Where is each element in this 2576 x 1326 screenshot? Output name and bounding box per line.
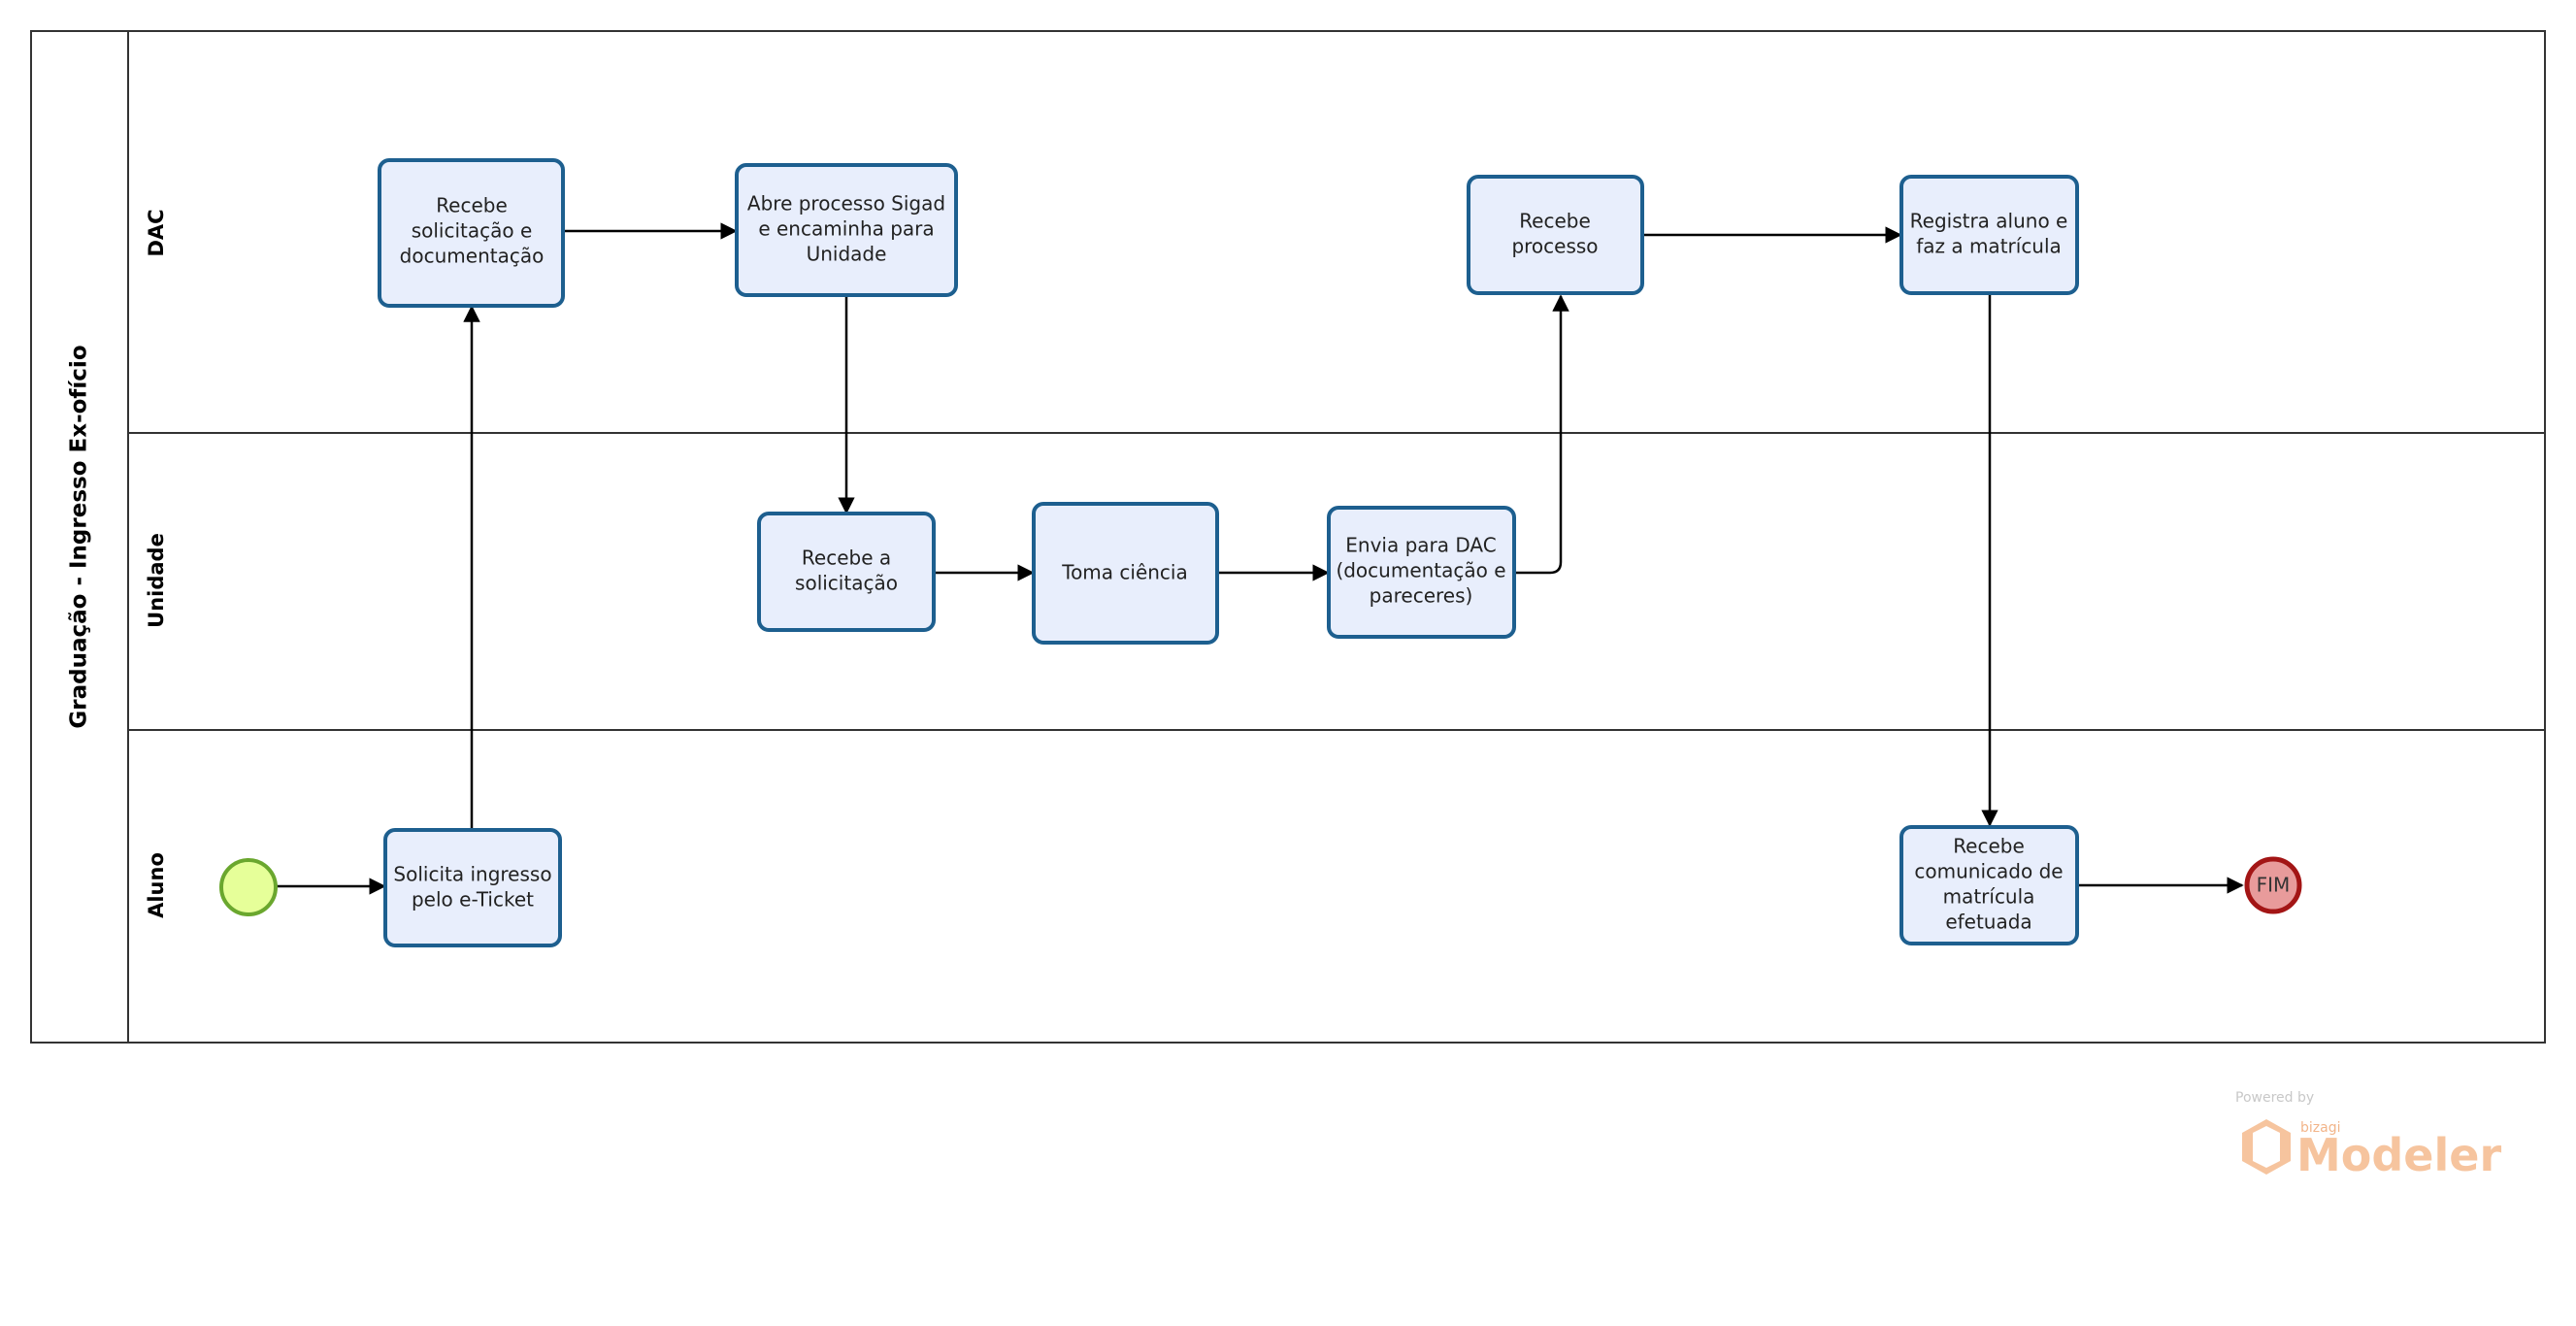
- task-label-line: Recebe: [1953, 835, 2025, 858]
- bizagi-logo-icon: [2242, 1119, 2291, 1175]
- lane-label-unidade: Unidade: [145, 533, 168, 628]
- pool-border: [30, 30, 2546, 1044]
- pool-title: Graduação - Ingresso Ex-ofício: [67, 345, 92, 728]
- task-recebe-comunicado[interactable]: Recebe comunicado de matrícula efetuada: [1899, 825, 2079, 945]
- lane-label-dac: DAC: [145, 209, 168, 256]
- events: FIM: [219, 856, 2302, 916]
- flow-arrow: [1514, 294, 1569, 575]
- task-label-line: e encaminha para: [758, 217, 934, 241]
- task-label-line: solicitação e: [412, 219, 533, 243]
- lane-label-aluno: Aluno: [145, 852, 168, 918]
- lanes: DAC Unidade Aluno: [128, 209, 2545, 918]
- task-abre-processo[interactable]: Abre processo Sigad e encaminha para Uni…: [735, 163, 958, 297]
- task-label-line: Recebe: [1519, 210, 1591, 233]
- task-label-line: faz a matrícula: [1916, 235, 2062, 258]
- task-label-line: efetuada: [1945, 911, 2031, 934]
- task-envia-para-dac[interactable]: Envia para DAC (documentação e pareceres…: [1327, 506, 1516, 639]
- task-label-line: documentação: [400, 245, 545, 268]
- task-label-line: Recebe: [436, 194, 508, 217]
- task-label-line: pelo e-Ticket: [412, 888, 534, 912]
- task-label-line: Solicita ingresso: [393, 863, 551, 886]
- pool: Graduação - Ingresso Ex-ofício: [30, 30, 2546, 1044]
- watermark-brand: bizagi: [2300, 1120, 2340, 1136]
- task-recebe-solicitacao-documentacao[interactable]: Recebe solicitação e documentação: [378, 158, 565, 308]
- task-label-line: Toma ciência: [1061, 561, 1188, 584]
- task-label-line: matrícula: [1943, 885, 2035, 909]
- sequence-flows: [277, 222, 2244, 895]
- watermark-powered-by: Powered by: [2235, 1090, 2314, 1106]
- task-solicita-ingresso[interactable]: Solicita ingresso pelo e-Ticket: [383, 828, 562, 947]
- start-event: [219, 858, 278, 916]
- task-label-line: Recebe a: [802, 547, 891, 570]
- task-label-line: comunicado de: [1914, 860, 2063, 883]
- end-event-label: FIM: [2257, 874, 2291, 897]
- watermark-product: Modeler: [2296, 1129, 2501, 1181]
- task-toma-ciencia[interactable]: Toma ciência: [1032, 502, 1219, 645]
- task-label-line: solicitação: [795, 572, 898, 595]
- task-label-line: pareceres): [1370, 584, 1473, 608]
- task-registra-aluno[interactable]: Registra aluno e faz a matrícula: [1899, 175, 2079, 295]
- task-recebe-a-solicitacao[interactable]: Recebe a solicitação: [757, 512, 936, 632]
- task-recebe-processo[interactable]: Recebe processo: [1467, 175, 1644, 295]
- task-label-line: Unidade: [807, 243, 887, 266]
- tasks: Recebe solicitação e documentação Abre p…: [378, 158, 2079, 947]
- task-label-line: Envia para DAC: [1345, 534, 1496, 557]
- end-event: [2244, 856, 2302, 914]
- task-label-line: (documentação e: [1336, 559, 1505, 582]
- task-label-line: Abre processo Sigad: [747, 192, 945, 215]
- task-label-line: processo: [1511, 235, 1598, 258]
- bizagi-watermark: Powered by bizagi Modeler: [2235, 1090, 2501, 1181]
- task-label-line: Registra aluno e: [1910, 210, 2068, 233]
